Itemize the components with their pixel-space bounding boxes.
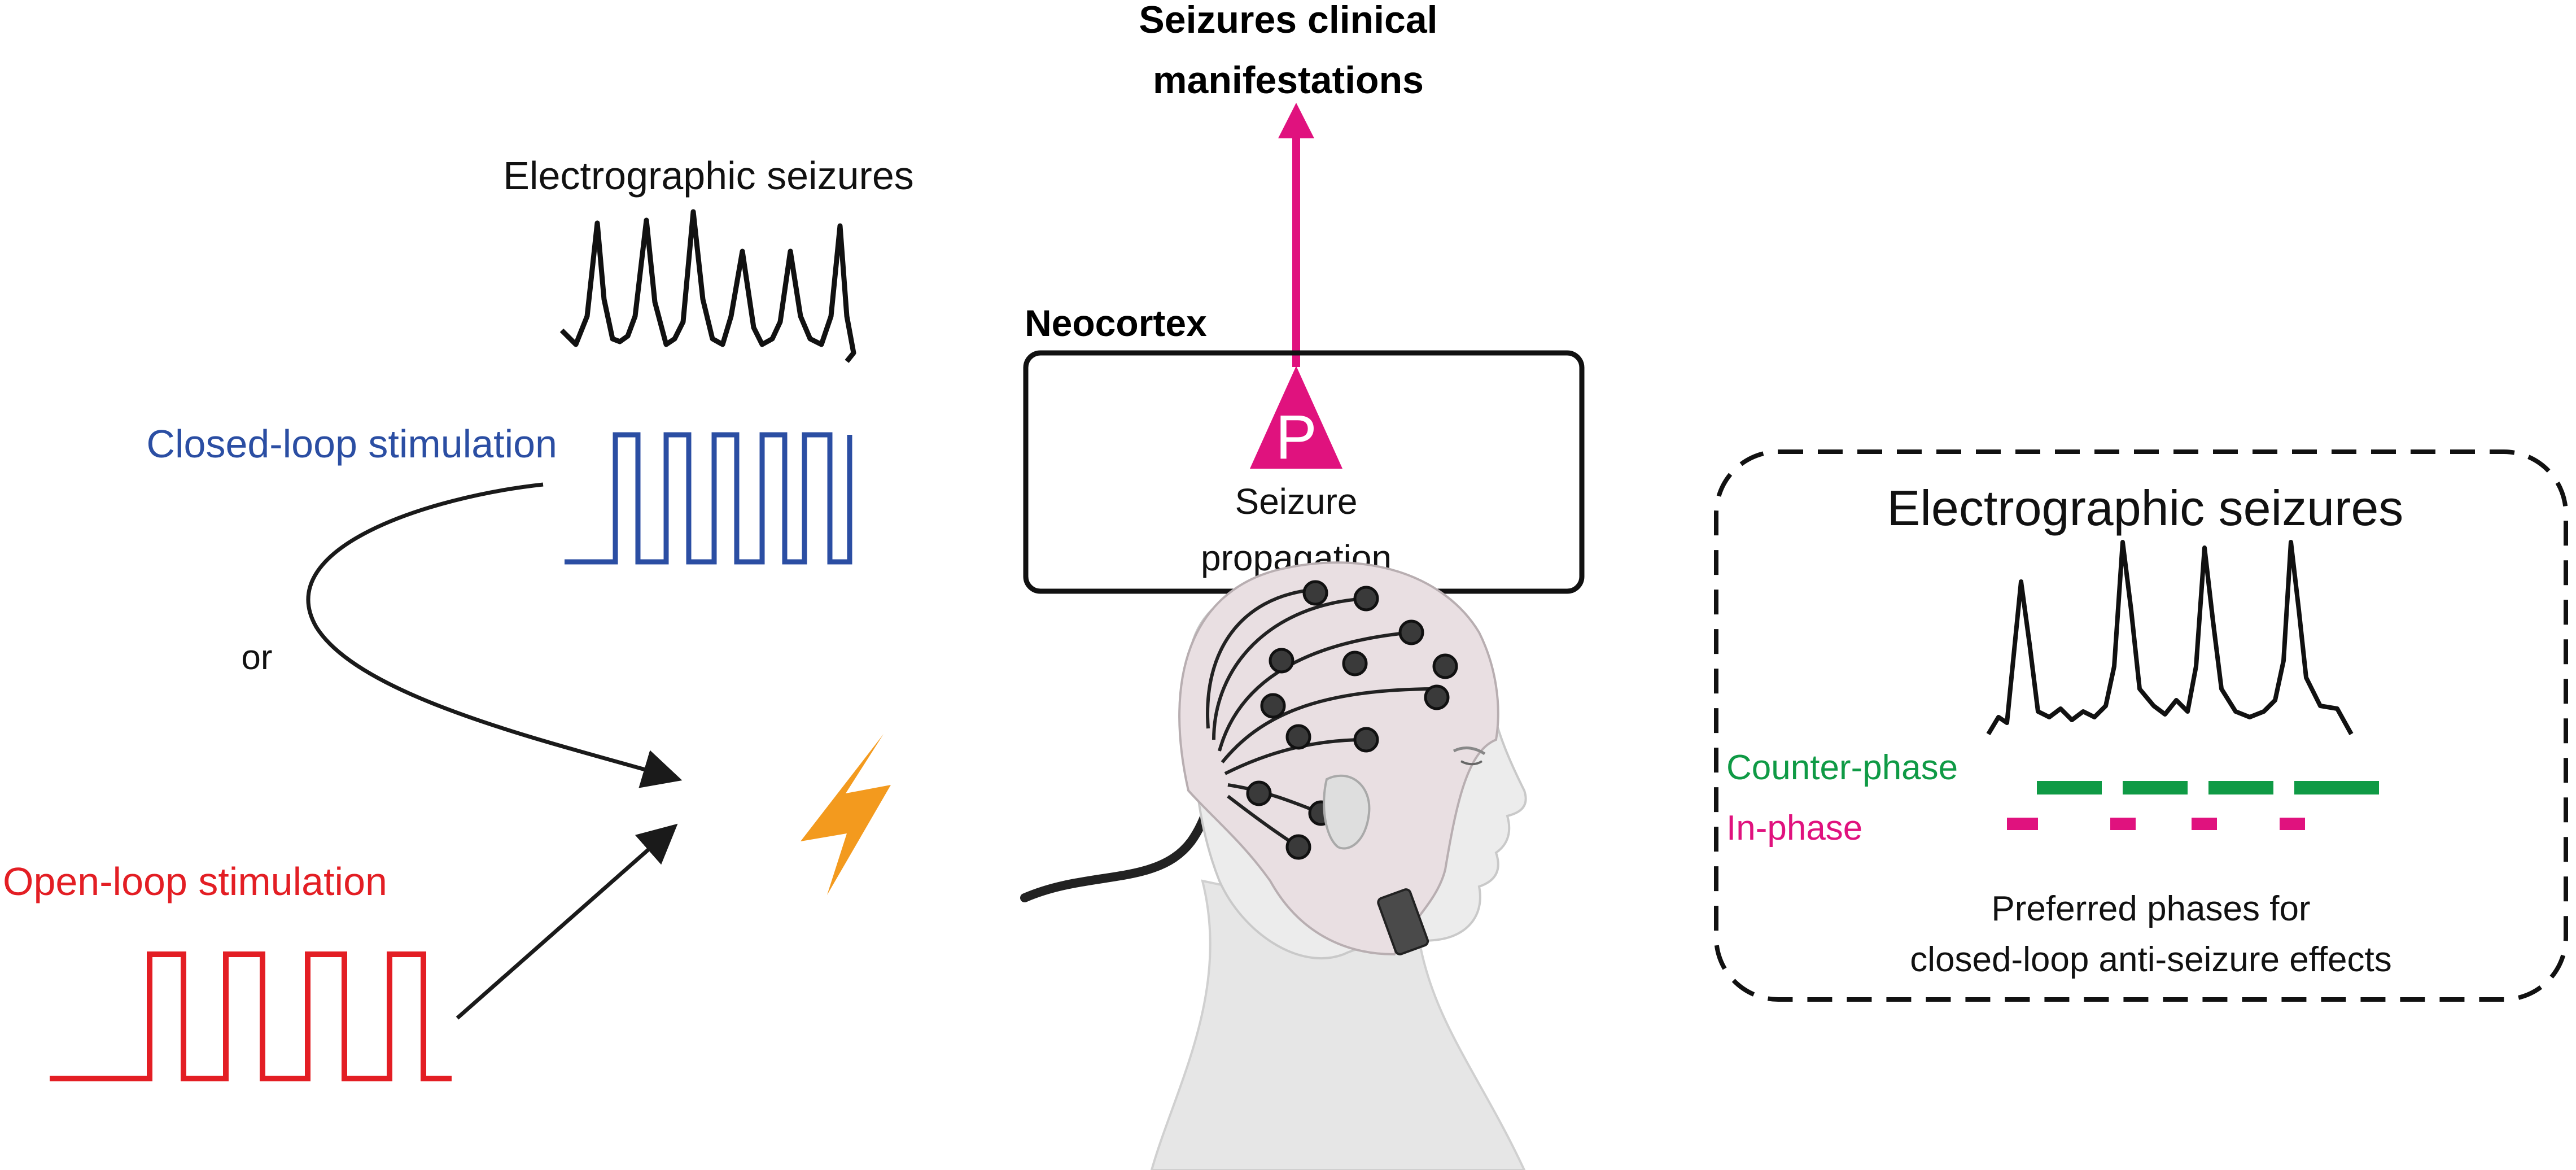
closed-loop-arrow bbox=[306, 482, 683, 788]
footer-line1: Preferred phases for bbox=[1991, 889, 2310, 928]
right-seizure-trace bbox=[1986, 540, 2354, 736]
neuron-letter: P bbox=[1275, 403, 1317, 472]
preferred-phases-panel bbox=[1714, 449, 2568, 1002]
neocortex-label: Neocortex bbox=[1025, 302, 1207, 344]
open-loop-label: Open-loop stimulation bbox=[3, 859, 387, 903]
footer-line2: closed-loop anti-seizure effects bbox=[1910, 940, 2392, 979]
counter-phase-label: Counter-phase bbox=[1726, 748, 1958, 787]
closed-loop-wave bbox=[565, 432, 852, 565]
right-title: Electrographic seizures bbox=[1887, 480, 2404, 536]
counter-phase-bars bbox=[2037, 781, 2379, 794]
propagation-arrow-head bbox=[1278, 103, 1314, 138]
left-seizure-trace bbox=[559, 209, 856, 363]
or-label: or bbox=[241, 638, 272, 677]
pyramidal-neuron-icon bbox=[1250, 366, 1342, 469]
in-phase-bars bbox=[2007, 818, 2305, 830]
top-label-line2: manifestations bbox=[1153, 59, 1424, 102]
open-loop-arrow bbox=[456, 823, 678, 1020]
closed-loop-label: Closed-loop stimulation bbox=[146, 422, 557, 466]
top-label-line1: Seizures clinical bbox=[1139, 0, 1437, 41]
lightning-bolt-icon bbox=[801, 734, 891, 895]
propagation-line1: Seizure bbox=[1235, 481, 1358, 522]
eeg-head-icon bbox=[1020, 561, 1527, 1170]
open-loop-wave bbox=[50, 951, 452, 1081]
in-phase-label: In-phase bbox=[1726, 809, 1862, 848]
left-electrographic-label: Electrographic seizures bbox=[503, 154, 914, 198]
